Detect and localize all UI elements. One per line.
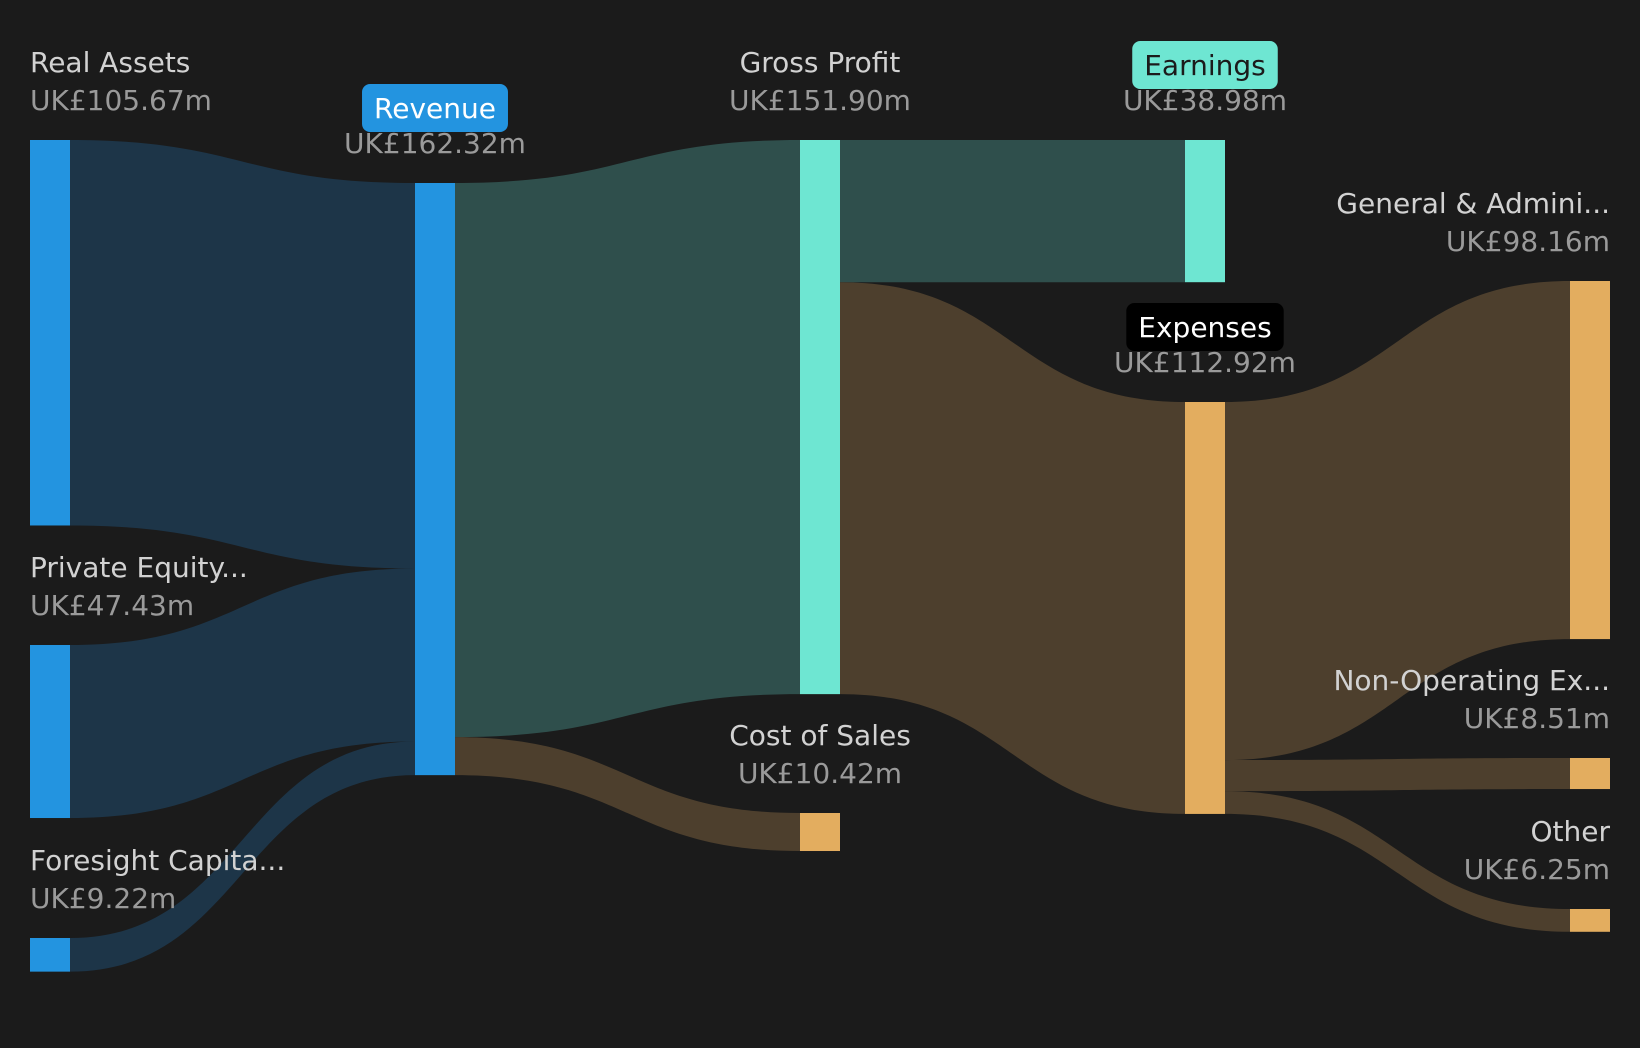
- label-earnings-value: UK£38.98m: [1123, 84, 1287, 117]
- flow-foresight-to-revenue: [70, 741, 415, 972]
- label-private_equity-value: UK£47.43m: [30, 589, 194, 622]
- flow-gross_profit-to-expenses: [840, 282, 1185, 814]
- label-g_and_a-name: General & Admini...: [1336, 187, 1610, 220]
- badge-expenses: [1126, 303, 1284, 351]
- node-non_operating: [1570, 758, 1610, 790]
- label-g_and_a-value: UK£98.16m: [1446, 225, 1610, 258]
- node-revenue: [415, 183, 455, 776]
- badge-revenue-text: Revenue: [374, 92, 496, 125]
- label-real_assets-name: Real Assets: [30, 46, 190, 79]
- label-non_operating-name: Non-Operating Ex...: [1333, 664, 1610, 697]
- flow-revenue-to-cost_of_sales: [455, 737, 800, 852]
- node-earnings: [1185, 140, 1225, 283]
- label-gross_profit-value: UK£151.90m: [729, 84, 911, 117]
- node-gross_profit: [800, 140, 840, 695]
- label-other-value: UK£6.25m: [1464, 853, 1610, 886]
- flow-revenue-to-gross_profit: [455, 140, 800, 738]
- label-revenue-value: UK£162.32m: [344, 127, 526, 160]
- flows-layer: [70, 140, 1570, 972]
- label-foresight-value: UK£9.22m: [30, 882, 176, 915]
- node-expenses: [1185, 402, 1225, 814]
- node-other: [1570, 909, 1610, 932]
- node-private_equity: [30, 645, 70, 819]
- badge-earnings-text: Earnings: [1144, 49, 1266, 82]
- label-cost_of_sales-value: UK£10.42m: [738, 757, 902, 790]
- flow-expenses-to-other: [1225, 791, 1570, 932]
- node-cost_of_sales: [800, 813, 840, 852]
- label-foresight-name: Foresight Capita...: [30, 844, 285, 877]
- label-private_equity-name: Private Equity...: [30, 551, 248, 584]
- node-real_assets: [30, 140, 70, 526]
- flow-real_assets-to-revenue: [70, 140, 415, 569]
- label-other-name: Other: [1530, 815, 1610, 848]
- label-real_assets-value: UK£105.67m: [30, 84, 212, 117]
- flow-expenses-to-g_and_a: [1225, 281, 1570, 761]
- flow-private_equity-to-revenue: [70, 568, 415, 819]
- label-expenses-value: UK£112.92m: [1114, 346, 1296, 379]
- badge-earnings: [1132, 41, 1278, 89]
- label-gross_profit-name: Gross Profit: [740, 46, 901, 79]
- label-cost_of_sales-name: Cost of Sales: [729, 719, 911, 752]
- flow-gross_profit-to-earnings: [840, 140, 1185, 283]
- badge-revenue: [362, 84, 508, 132]
- badge-expenses-text: Expenses: [1138, 311, 1271, 344]
- label-non_operating-value: UK£8.51m: [1464, 702, 1610, 735]
- node-g_and_a: [1570, 281, 1610, 640]
- flow-expenses-to-non_operating: [1225, 758, 1570, 792]
- nodes-layer: [30, 140, 1610, 972]
- node-foresight: [30, 938, 70, 972]
